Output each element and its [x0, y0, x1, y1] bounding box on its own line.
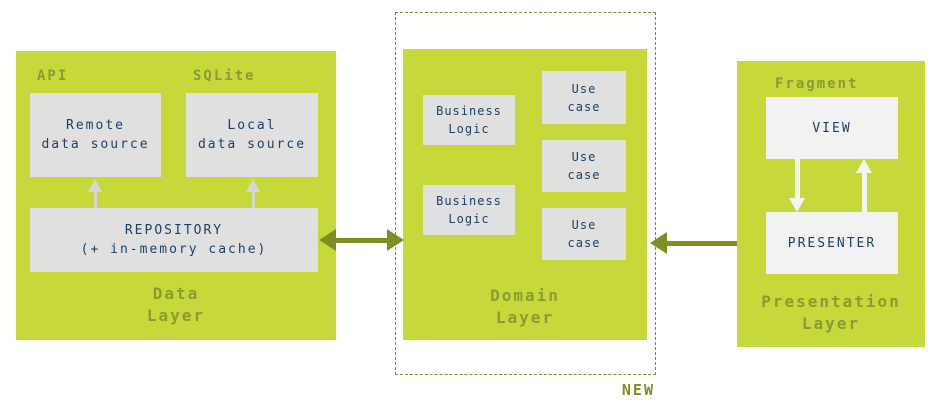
api-label: API	[37, 68, 69, 84]
left-arrowhead-icon	[319, 229, 336, 251]
use-case-box: Use case	[542, 71, 626, 124]
repository-box: REPOSITORY (+ in-memory cache)	[30, 208, 318, 272]
repository-to-remote-arrow-icon	[88, 179, 102, 208]
business-logic-box: Business Logic	[423, 95, 515, 145]
domain-layer-title: Domain Layer	[490, 286, 560, 327]
data-layer-title: Data Layer	[146, 284, 206, 325]
new-domain-dashed-frame	[395, 12, 656, 375]
local-data-source-box: Local data source	[186, 93, 318, 177]
use-case-box: Use case	[542, 208, 626, 260]
sqlite-label: SQLite	[193, 68, 256, 84]
up-arrowhead-icon	[88, 179, 102, 192]
business-logic-box: Business Logic	[423, 185, 515, 235]
view-to-presenter-arrow-icon	[789, 159, 805, 212]
new-badge: NEW	[621, 381, 655, 399]
down-arrowhead-icon	[789, 198, 805, 212]
presenter-to-view-arrow-icon	[856, 159, 872, 212]
data-domain-bidirectional-arrow-icon	[319, 229, 404, 251]
left-arrowhead-icon	[650, 232, 667, 254]
view-box: VIEW	[766, 97, 898, 159]
domain-layer-panel: Business Logic Business Logic Use case U…	[403, 49, 647, 340]
fragment-label: Fragment	[775, 76, 859, 92]
presentation-layer-panel: Fragment VIEW PRESENTER Presentation Lay…	[737, 61, 925, 347]
repository-to-local-arrow-icon	[246, 179, 260, 208]
up-arrowhead-icon	[246, 179, 260, 192]
data-layer-panel: API SQLite Remote data source Local data…	[16, 51, 336, 340]
up-arrowhead-icon	[856, 159, 872, 173]
use-case-box: Use case	[542, 140, 626, 192]
presentation-layer-title: Presentation Layer	[761, 292, 901, 333]
remote-data-source-box: Remote data source	[30, 93, 161, 177]
presenter-box: PRESENTER	[766, 212, 898, 274]
